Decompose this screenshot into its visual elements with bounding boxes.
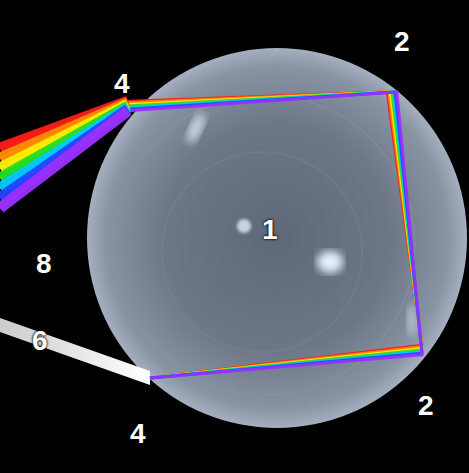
spectrum-ray — [0, 92, 422, 378]
callout-number: 1 — [262, 216, 278, 244]
callout-number: 8 — [36, 250, 52, 278]
spectrum-ray — [0, 92, 422, 378]
spectrum-ray — [0, 92, 422, 378]
highlight — [237, 219, 251, 233]
callout-number: 4 — [130, 420, 146, 448]
spectrum-ray — [0, 92, 422, 378]
highlight — [317, 251, 343, 273]
callout-number: 2 — [394, 28, 410, 56]
callout-number: 2 — [418, 392, 434, 420]
spectrum-ray — [0, 92, 422, 378]
inner-ring — [162, 152, 362, 352]
callout-number: 6 — [32, 327, 48, 355]
callout-number: 4 — [114, 70, 130, 98]
spectrum-ray — [0, 92, 422, 378]
spectrum-ray — [0, 92, 422, 378]
white-light-beam — [0, 318, 150, 385]
spectrum-fan — [0, 111, 128, 208]
highlight — [184, 111, 208, 145]
spectrum-rays — [0, 92, 422, 378]
